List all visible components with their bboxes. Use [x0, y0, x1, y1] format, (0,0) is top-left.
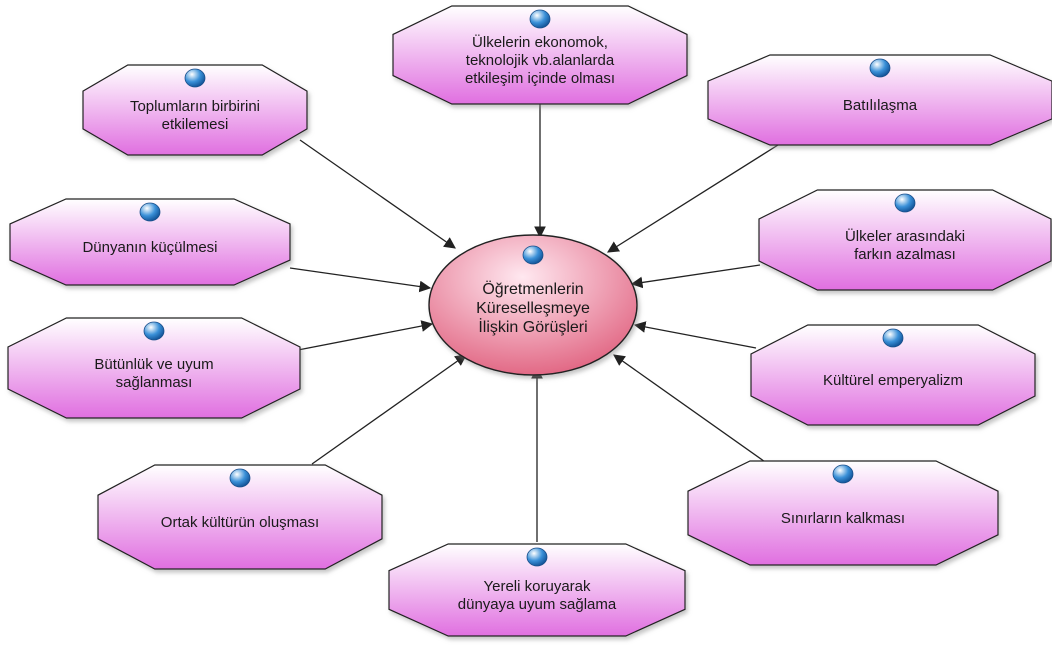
blue-dot-icon — [882, 328, 904, 348]
node-label-dunyanin-kuculmesi-line-1: Dünyanın küçülmesi — [82, 239, 217, 256]
connector-arrow-ulkeler-arasindaki-fark — [630, 264, 761, 289]
node-ulkelerin-etkilesim[interactable]: Ülkelerin ekonomok,teknolojik vb.alanlar… — [392, 5, 688, 105]
connector-layer — [289, 104, 779, 542]
connector-arrow-kulturel-emperyalizm — [633, 321, 757, 349]
node-label-sinirlarin-kalkmasi-line-1: Sınırların kalkması — [781, 510, 905, 527]
connector-arrow-butunluk-ve-uyum — [297, 320, 434, 351]
node-label-yereli-koruyarak-line-2: dünyaya uyum sağlama — [458, 596, 617, 613]
connector-arrow-dunyanin-kuculmesi — [289, 267, 432, 293]
central-concept-shape — [428, 234, 638, 376]
node-ortak-kultur[interactable]: Ortak kültürün oluşması — [97, 464, 383, 570]
node-label-toplumlarin-birbirini-etkilemesi-line-2: etkilemesi — [162, 116, 229, 133]
node-label-ortak-kultur-line-1: Ortak kültürün oluşması — [161, 514, 319, 531]
blue-dot-icon — [529, 9, 551, 29]
blue-dot-icon — [526, 547, 548, 567]
node-label-ulkelerin-etkilesim-line-1: Ülkelerin ekonomok, — [472, 33, 608, 51]
node-label-butunluk-ve-uyum-line-1: Bütünlük ve uyum — [94, 356, 213, 373]
node-shape-ortak-kultur — [97, 464, 383, 570]
node-label-ulkelerin-etkilesim-line-2: teknolojik vb.alanlarda — [466, 52, 615, 69]
central-concept-label-line-3: İlişkin Görüşleri — [478, 317, 587, 336]
node-batililasma[interactable]: Batılılaşma — [707, 54, 1052, 146]
blue-dot-icon — [894, 193, 916, 213]
node-label-ulkeler-arasindaki-fark-line-2: farkın azalması — [854, 246, 956, 263]
blue-dot-icon — [522, 245, 544, 265]
connector-arrow-toplumlarin-birbirini-etkilemesi — [299, 139, 456, 249]
node-shape-dunyanin-kuculmesi — [9, 198, 291, 286]
node-shape-toplumlarin-birbirini-etkilemesi — [82, 64, 308, 156]
blue-dot-icon — [832, 464, 854, 484]
node-shape-batililasma — [707, 54, 1052, 146]
connector-arrow-batililasma — [607, 144, 779, 253]
node-shape-kulturel-emperyalizm — [750, 324, 1036, 426]
connector-arrow-sinirlarin-kalkmasi — [613, 354, 769, 465]
blue-dot-icon — [229, 468, 251, 488]
node-dunyanin-kuculmesi[interactable]: Dünyanın küçülmesi — [9, 198, 291, 286]
node-label-ulkeler-arasindaki-fark-line-1: Ülkeler arasındaki — [845, 227, 965, 245]
blue-dot-icon — [184, 68, 206, 88]
node-shape-sinirlarin-kalkmasi — [687, 460, 999, 566]
node-shape-yereli-koruyarak — [388, 543, 686, 637]
node-shape-ulkeler-arasindaki-fark — [758, 189, 1052, 291]
node-label-toplumlarin-birbirini-etkilemesi-line-1: Toplumların birbirini — [130, 98, 260, 115]
blue-dot-icon — [143, 321, 165, 341]
blue-dot-icon — [139, 202, 161, 222]
node-shape-butunluk-ve-uyum — [7, 317, 301, 419]
node-label-butunluk-ve-uyum-line-2: sağlanması — [116, 374, 193, 391]
node-kulturel-emperyalizm[interactable]: Kültürel emperyalizm — [750, 324, 1036, 426]
node-shape-ulkelerin-etkilesim — [392, 5, 688, 105]
node-sinirlarin-kalkmasi[interactable]: Sınırların kalkması — [687, 460, 999, 566]
central-concept-label-line-2: Küreselleşmeye — [476, 300, 590, 317]
node-label-ulkelerin-etkilesim-line-3: etkileşim içinde olması — [465, 70, 615, 87]
node-label-kulturel-emperyalizm-line-1: Kültürel emperyalizm — [823, 372, 963, 389]
connector-arrow-ortak-kultur — [311, 354, 467, 465]
node-label-batililasma-line-1: Batılılaşma — [843, 97, 918, 114]
node-label-yereli-koruyarak-line-1: Yereli koruyarak — [484, 578, 591, 595]
blue-dot-icon — [869, 58, 891, 78]
central-concept-label-line-1: Öğretmenlerin — [482, 280, 583, 298]
